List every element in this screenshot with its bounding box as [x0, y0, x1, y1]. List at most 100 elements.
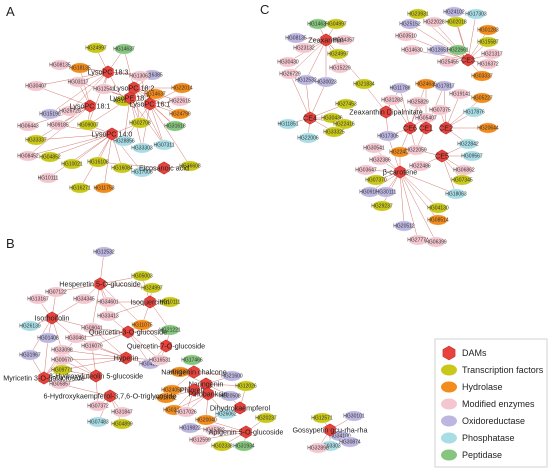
legend-swatch-ellipse — [441, 415, 457, 427]
dam-node: Pinobanksin — [188, 387, 228, 401]
gene-label: HG09041 — [81, 326, 103, 332]
gene-node-shape — [464, 106, 484, 118]
legend-label: Oxidoreductase — [462, 416, 525, 426]
gene-node-shape — [366, 174, 386, 186]
gene-node: HG12026 — [235, 380, 257, 392]
gene-label: HG16385 — [141, 73, 163, 79]
gene-node-shape — [316, 76, 336, 88]
gene-node: HG17006 — [131, 166, 153, 178]
edge — [27, 105, 91, 157]
gene-node-shape — [142, 282, 162, 294]
gene-label: HG34100 — [329, 434, 351, 440]
dam-label: CE1 — [419, 124, 433, 133]
legend-label: Modified enzymes — [462, 399, 535, 409]
gene-node-shape — [446, 188, 466, 200]
gene-node-shape — [256, 412, 276, 424]
gene-label: HG27774 — [407, 238, 429, 244]
gene-label: HG12222 — [113, 99, 135, 105]
edge — [99, 283, 143, 326]
gene-label: HG00670 — [51, 358, 73, 364]
edge — [35, 133, 113, 141]
dam-node: Isorhoifolin — [35, 311, 69, 325]
gene-node: HG22842 — [457, 138, 479, 150]
gene-node: HG07370 — [365, 174, 387, 186]
gene-node: HG30430 — [277, 56, 299, 68]
gene-label: HG17006 — [131, 170, 153, 176]
gene-node: HG22028 — [423, 16, 445, 28]
gene-node: HG06443 — [17, 120, 39, 132]
gene-node-shape — [88, 156, 108, 168]
gene-node-shape — [430, 104, 450, 116]
gene-node: HG18135 — [69, 62, 91, 74]
gene-node: HG16084 — [111, 162, 133, 174]
gene-label: HG33303 — [131, 146, 153, 152]
gene-label: HG22006 — [297, 136, 319, 142]
legend-label: DAMs — [462, 348, 487, 358]
dam-hexagon — [462, 53, 474, 67]
gene-label: HG01408 — [37, 336, 59, 342]
gene-label: HG09007 — [77, 123, 99, 129]
gene-node-shape — [52, 364, 72, 376]
gene-node-shape — [150, 354, 170, 366]
gene-label: HG02419 — [163, 408, 185, 414]
gene-label: HG27453 — [335, 102, 357, 108]
legend-label: Hydrolase — [462, 382, 503, 392]
gene-label: HG30101 — [343, 414, 365, 420]
gene-label: HG05407 — [415, 116, 437, 122]
dam-label: Pinobanksin — [188, 390, 227, 399]
gene-node-shape — [424, 16, 444, 28]
dam-hexagon — [144, 295, 156, 309]
edge — [305, 39, 327, 81]
gene-label: HG33325 — [323, 130, 345, 136]
gene-node: HG07483 — [87, 416, 109, 428]
gene-label: HG33098 — [51, 348, 73, 354]
panel-letters: ABC — [6, 2, 269, 251]
gene-node: HG14637 — [144, 88, 166, 100]
gene-node: HG28856 — [113, 135, 135, 147]
gene-node: HG03647 — [355, 164, 377, 176]
gene-node-shape — [94, 83, 114, 95]
panel-letter: B — [6, 236, 15, 251]
edge — [399, 171, 457, 195]
dam-node: Hyperin — [114, 351, 138, 365]
gene-node: HG09771 — [51, 364, 73, 376]
gene-label: HG21834 — [353, 82, 375, 88]
dam-label: Phloretin — [180, 386, 208, 395]
dam-hexagon — [38, 371, 50, 385]
gene-label: HG08135 — [49, 63, 71, 69]
gene-label: HG07483 — [87, 420, 109, 426]
dam-label: Naringenin — [189, 380, 224, 389]
gene-label: HG08452 — [17, 154, 39, 160]
gene-label: HG16271 — [69, 186, 91, 192]
legend-label: Transcription factors — [462, 365, 544, 375]
gene-label: HG12532 — [295, 78, 317, 84]
dam-hexagon — [120, 351, 132, 365]
dam-node: LysoPC 16:1 — [130, 97, 170, 111]
dam-node: CE6 — [403, 121, 417, 135]
gene-node-shape — [165, 120, 185, 132]
gene-label: HG03303 — [319, 444, 341, 450]
dam-label: Eicosanoic acid — [139, 164, 189, 173]
gene-node-shape — [334, 34, 354, 46]
edge — [399, 171, 419, 241]
gene-node: HG31618 — [164, 120, 186, 132]
gene-node: HG13062 — [129, 70, 151, 82]
dam-hexagon — [160, 339, 172, 353]
gene-node: HG16079 — [81, 340, 103, 352]
gene-label: HG21221 — [159, 328, 181, 334]
dam-node: Quercetin-7-O-glucoside — [127, 339, 205, 353]
gene-node-shape — [112, 162, 132, 174]
gene-node: HG16108 — [87, 156, 109, 168]
gene-label: HG17876 — [463, 110, 485, 116]
gene-node: HG24997 — [141, 282, 163, 294]
gene-label: HG22615 — [169, 99, 191, 105]
gene-label: HG09567 — [461, 154, 483, 160]
gene-label: HG11788 — [389, 86, 410, 92]
legend-swatch-ellipse — [441, 449, 457, 461]
gene-label: HG18063 — [445, 192, 467, 198]
edge — [289, 39, 327, 75]
gene-label: HG10111 — [160, 300, 181, 306]
gene-label: HG22486 — [409, 164, 431, 170]
dam-label: Zeaxanthin Dipalmitate — [349, 108, 423, 117]
gene-node: HG07375 — [429, 104, 451, 116]
